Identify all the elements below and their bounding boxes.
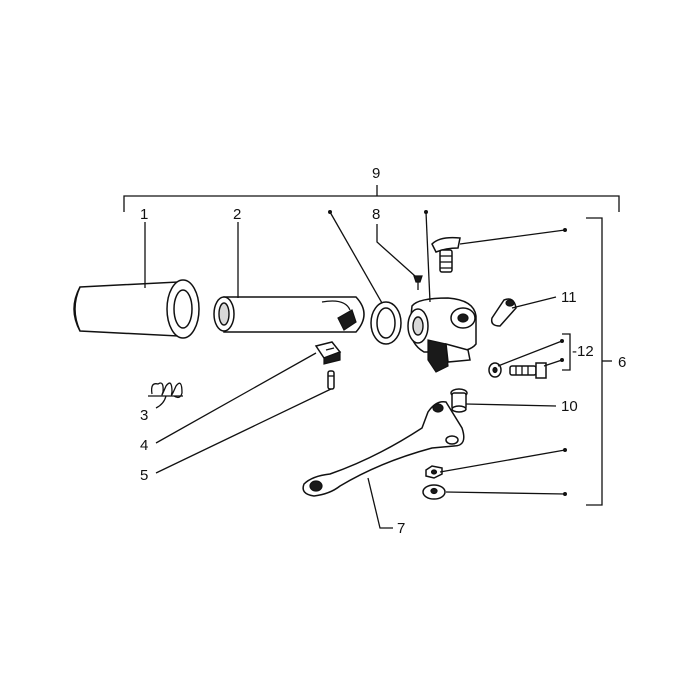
leader-bolt12 [543,359,563,367]
part-throttle-tube [213,296,365,333]
bracket-9 [123,195,620,212]
label-6: 6 [618,354,626,371]
leader-5 [155,388,332,474]
label-5: 5 [140,467,148,484]
bracket-12 [562,333,571,371]
leader-bolt [459,229,566,245]
label-7: 7 [397,520,405,537]
part-screw-8 [413,275,423,290]
label-4: 4 [140,437,148,454]
part-grip [73,279,200,339]
label-9: 9 [372,165,380,182]
part-lever [302,400,465,497]
part-block [314,341,342,365]
label-2: 2 [233,206,241,223]
leader-housing [425,211,431,303]
part-ring [370,301,402,345]
label-3: 3 [140,407,148,424]
label-1: 1 [140,206,148,223]
leader-4 [155,352,317,444]
label-12: -12 [572,343,594,360]
leader-10 [465,403,557,407]
leader-8 [376,224,416,277]
part-pin-11 [490,298,517,327]
part-pivot-10 [450,388,468,413]
leader-nut-lower [445,491,566,495]
label-8: 8 [372,206,380,223]
part-screw-5 [327,370,335,390]
leader-ring [329,211,383,304]
leader-11 [511,296,557,309]
part-nut-upper [425,465,443,479]
part-washer-12 [488,362,502,378]
label-10: 10 [561,398,578,415]
part-bolt-12 [509,362,547,379]
part-bolt-top [431,236,461,273]
leader-3 [155,395,167,409]
leader-washer [497,340,563,367]
leader-7 [367,477,393,529]
leader-nut-upper [439,449,566,473]
part-spring [148,382,183,399]
label-11: 11 [561,289,577,306]
bracket-6 [586,217,603,506]
part-housing [407,297,477,373]
part-nut-lower [422,484,446,500]
